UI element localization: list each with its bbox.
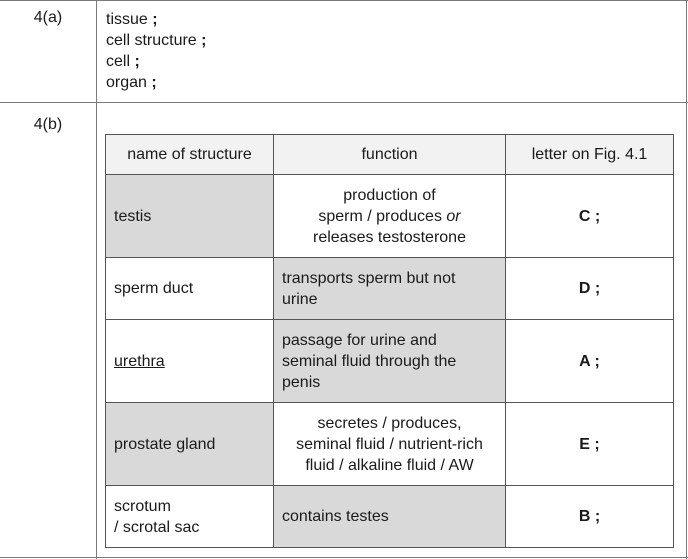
table-border-top <box>0 0 688 1</box>
cell-function: secretes / produces, seminal fluid / nut… <box>273 402 506 486</box>
answer-line: cell structure ; <box>106 32 207 49</box>
table-row: urethra passage for urine and seminal fl… <box>105 319 674 403</box>
answer-line: organ ; <box>106 74 157 91</box>
table-border-bottom <box>0 557 688 558</box>
table-row: prostate gland secretes / produces, semi… <box>105 402 674 486</box>
cell-name: testis <box>105 174 274 258</box>
header-function: function <box>273 134 506 175</box>
cell-name: prostate gland <box>105 402 274 486</box>
table-header-row: name of structure function letter on Fig… <box>105 134 674 175</box>
question-label-4b: 4(b) <box>33 116 63 133</box>
table-row: scrotum / scrotal sac contains testes B … <box>105 485 674 548</box>
header-letter: letter on Fig. 4.1 <box>505 134 674 175</box>
structure-function-table: name of structure function letter on Fig… <box>105 134 674 548</box>
header-name: name of structure <box>105 134 274 175</box>
cell-letter: C ; <box>505 174 674 258</box>
cell-letter: B ; <box>505 485 674 548</box>
cell-name: scrotum / scrotal sac <box>105 485 274 548</box>
cell-function: passage for urine and seminal fluid thro… <box>273 319 506 403</box>
cell-name: sperm duct <box>105 257 274 320</box>
answer-line: tissue ; <box>106 11 158 28</box>
table-border-right <box>686 0 687 559</box>
answer-line: cell ; <box>106 53 140 70</box>
column-divider <box>96 0 97 559</box>
table-row: testis production of sperm / produces or… <box>105 174 674 258</box>
cell-function: transports sperm but not urine <box>273 257 506 320</box>
answer-list-4a: tissue ; cell structure ; cell ; organ ; <box>106 9 206 93</box>
cell-function: production of sperm / produces or releas… <box>273 174 506 258</box>
table-row: sperm duct transports sperm but not urin… <box>105 257 674 320</box>
cell-letter: D ; <box>505 257 674 320</box>
cell-function: contains testes <box>273 485 506 548</box>
row-divider <box>0 102 688 103</box>
cell-letter: E ; <box>505 402 674 486</box>
cell-letter: A ; <box>505 319 674 403</box>
question-label-4a: 4(a) <box>33 9 63 26</box>
cell-name: urethra <box>105 319 274 403</box>
